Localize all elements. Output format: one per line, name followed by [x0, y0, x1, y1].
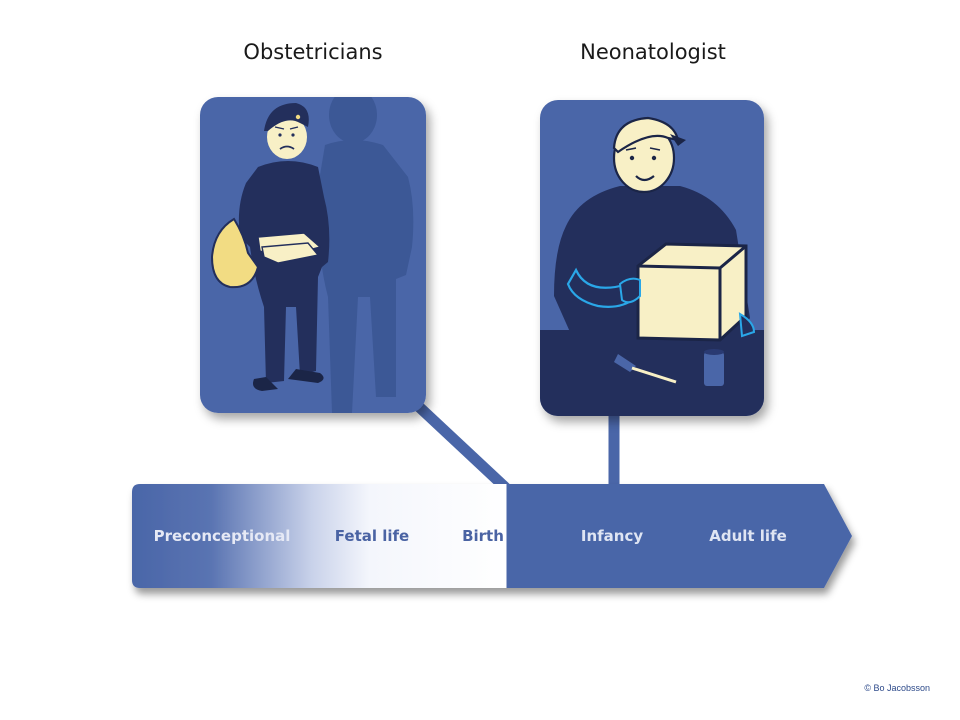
- neonatologist-illustration-card: [540, 100, 764, 416]
- copyright-notice: © Bo Jacobsson: [864, 683, 930, 693]
- obstetrician-illustration: [200, 97, 426, 413]
- screwdriver: [614, 354, 677, 384]
- timeline-body: [132, 484, 852, 588]
- stage-birth: Birth: [462, 527, 504, 545]
- neonatologist-label: Neonatologist: [580, 40, 726, 64]
- stage-preconceptional: Preconceptional: [153, 527, 291, 545]
- cup: [704, 349, 724, 386]
- obstetricians-label: Obstetricians: [243, 40, 383, 64]
- obstetrician-illustration-card: [200, 97, 426, 413]
- stage-infancy: Infancy: [580, 527, 644, 545]
- stage-adult-life: Adult life: [709, 527, 787, 545]
- neonatologist-illustration: [540, 100, 764, 416]
- shadow-figure: [318, 97, 414, 413]
- cardboard-box: [636, 242, 748, 342]
- stage-fetal-life: Fetal life: [334, 527, 410, 545]
- boy-figure: [210, 103, 330, 391]
- obstetrician-connector: [412, 399, 512, 495]
